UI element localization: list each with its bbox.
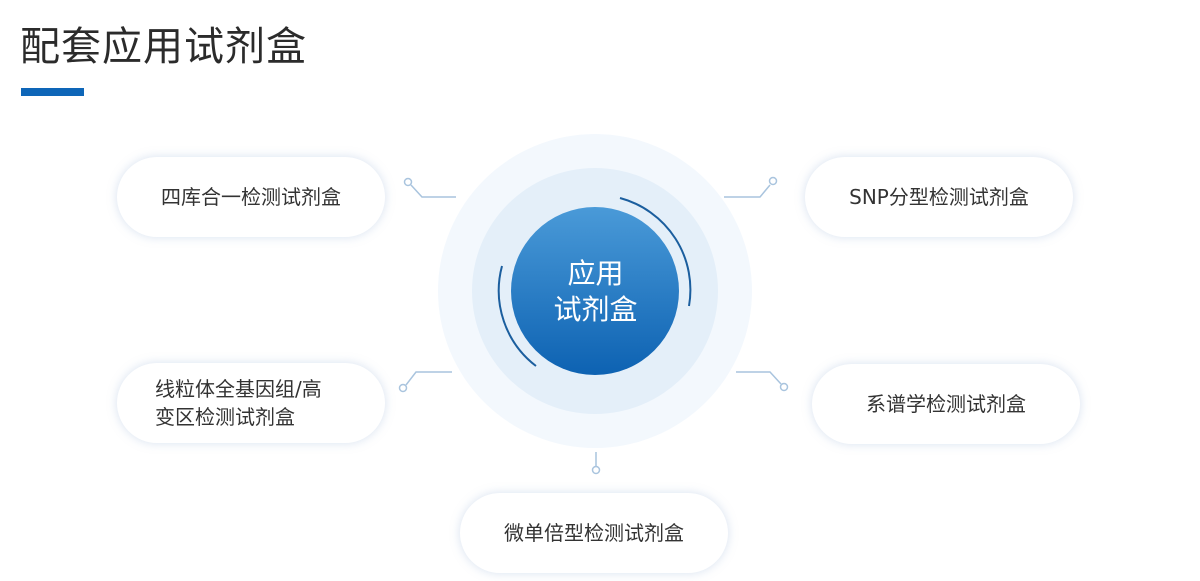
- kit-label: 微单倍型检测试剂盒: [504, 521, 684, 545]
- title-underline: [21, 88, 84, 96]
- kit-pedigree: 系谱学检测试剂盒: [812, 364, 1080, 444]
- kit-microhaplotype: 微单倍型检测试剂盒: [460, 493, 728, 573]
- center-line2: 试剂盒: [553, 293, 638, 326]
- connector-bottom-right: [736, 371, 782, 385]
- kit-siku-heyi: 四库合一检测试剂盒: [117, 157, 385, 237]
- arc-right: [619, 197, 692, 307]
- center-circle: [511, 207, 679, 375]
- connector-bottom-left: [405, 371, 452, 386]
- arc-left: [497, 265, 537, 367]
- kit-snp: SNP分型检测试剂盒: [805, 157, 1073, 237]
- center-label: 应用 试剂盒: [512, 256, 679, 328]
- kit-label-line1: 线粒体全基因组/高: [155, 377, 322, 401]
- kit-mitochondria: 线粒体全基因组/高 变区检测试剂盒: [117, 363, 385, 443]
- kit-label: SNP分型检测试剂盒: [849, 185, 1029, 209]
- page-title: 配套应用试剂盒: [20, 24, 307, 70]
- kit-label-line2: 变区检测试剂盒: [155, 405, 295, 429]
- connector-top-left: [410, 184, 456, 198]
- kit-label: 四库合一检测试剂盒: [161, 185, 341, 209]
- kit-label: 系谱学检测试剂盒: [866, 392, 1026, 416]
- center-line1: 应用: [567, 257, 624, 290]
- connector-top-right: [724, 184, 771, 198]
